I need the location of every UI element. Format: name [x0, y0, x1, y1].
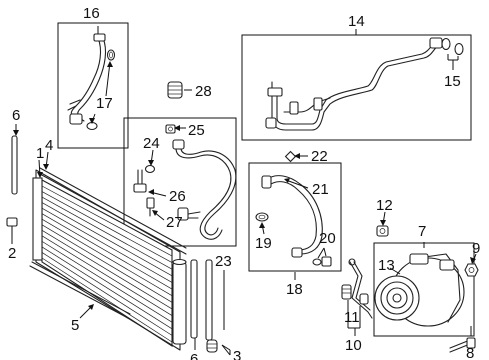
spring-11	[341, 284, 369, 305]
callout-10: 10	[345, 337, 362, 354]
callout-14: 14	[348, 13, 365, 30]
suction-hose-16	[67, 33, 107, 125]
box-24-27	[123, 117, 237, 247]
bolt-2	[6, 217, 18, 237]
callout-23: 23	[215, 253, 232, 270]
callout-11: 11	[344, 309, 360, 326]
condenser-fin	[41, 202, 173, 277]
bolt-12	[376, 225, 389, 237]
bolt-25	[165, 124, 176, 134]
bolt-8	[449, 337, 476, 353]
callout-6-right: 6	[190, 351, 198, 360]
liquid-line-14	[265, 37, 443, 131]
bracket-23	[205, 259, 213, 341]
callout-7: 7	[418, 223, 426, 240]
callout-labels: 16 17 14 15 28 6 1 4 2 5 6 23 3 25 24 26…	[8, 5, 480, 360]
o-ring-17-top	[106, 49, 116, 61]
condenser-fin	[41, 224, 173, 303]
callout-15: 15	[444, 73, 461, 90]
o-ring-15-a	[441, 37, 451, 51]
isolator-3	[206, 339, 218, 353]
discharge-hose	[172, 139, 237, 240]
callout-9: 9	[472, 240, 480, 257]
condenser-fin	[41, 196, 173, 270]
callout-27: 27	[166, 214, 183, 231]
condenser-fin	[41, 185, 173, 257]
compressor-13	[374, 253, 465, 327]
callout-26: 26	[169, 188, 186, 205]
callout-1: 1	[36, 145, 44, 162]
leader-lines	[11, 26, 477, 356]
condenser-fin	[41, 241, 173, 323]
condenser-fin	[41, 230, 173, 310]
condenser-fin	[41, 246, 173, 330]
callout-17: 17	[96, 95, 113, 112]
hose-18	[261, 175, 323, 258]
callout-21: 21	[312, 181, 329, 198]
condenser-fin	[41, 191, 173, 263]
callout-13: 13	[378, 257, 395, 274]
callout-5: 5	[71, 317, 79, 334]
valve-9	[464, 263, 479, 277]
o-ring-24	[144, 164, 156, 174]
callout-20: 20	[319, 230, 336, 247]
bracket-6-right	[190, 259, 198, 339]
condenser-fin	[41, 207, 173, 283]
callout-4: 4	[45, 137, 53, 154]
o-ring-19	[255, 212, 269, 222]
seal-20	[312, 256, 332, 267]
callout-3: 3	[233, 348, 241, 360]
callout-18: 18	[286, 281, 303, 298]
side-tank-left	[32, 177, 43, 261]
o-ring-15-b	[454, 42, 464, 56]
part-28	[167, 81, 183, 99]
callout-2: 2	[8, 245, 16, 262]
condenser-fin	[41, 235, 173, 316]
callout-12: 12	[376, 197, 393, 214]
box-18	[248, 162, 342, 272]
bracket-6-left	[11, 135, 18, 195]
callout-8: 8	[466, 345, 474, 360]
condenser-fin	[41, 252, 173, 336]
callout-28: 28	[195, 83, 212, 100]
seal-strip-5	[29, 261, 131, 319]
callout-22: 22	[311, 148, 328, 165]
fitting-26-27	[133, 169, 155, 217]
callout-24: 24	[143, 135, 160, 152]
box-16	[57, 22, 129, 149]
condenser	[35, 167, 187, 351]
condenser-fin	[41, 213, 173, 290]
callout-19: 19	[255, 235, 272, 252]
condenser-fin	[41, 218, 173, 296]
callout-6-left: 6	[12, 107, 20, 124]
cap-22	[284, 150, 297, 163]
condenser-fin	[41, 257, 173, 343]
receiver-drier	[172, 258, 187, 345]
callout-16: 16	[83, 5, 100, 22]
callout-25: 25	[188, 122, 205, 139]
